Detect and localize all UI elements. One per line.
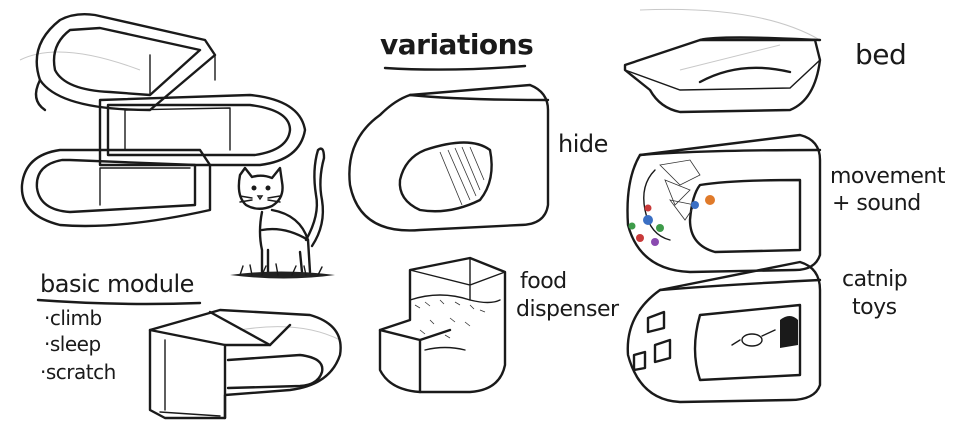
food-dispenser-sketch [378, 256, 507, 394]
catnip-toys-label-line2: toys [852, 295, 897, 320]
bed-label: bed [855, 38, 907, 71]
hide-module-sketch [348, 83, 550, 232]
bed-module-sketch [623, 36, 822, 114]
cat-illustration [230, 147, 335, 279]
basic-module-sketch [148, 308, 342, 420]
use-climb: ·climb [44, 306, 102, 330]
food-dispenser-label-line1: food [520, 269, 567, 294]
hide-label: hide [558, 130, 608, 158]
catnip-toys-module-sketch [626, 260, 822, 404]
use-sleep: ·sleep [44, 332, 101, 356]
basic-module-heading: basic module [40, 270, 194, 298]
movement-label-line2: + sound [832, 191, 921, 216]
catnip-toys-label-line1: catnip [842, 267, 908, 292]
basic-module-underline [36, 298, 202, 306]
movement-label-line1: movement [830, 164, 945, 189]
variations-underline [383, 64, 527, 71]
movement-sound-module-sketch [626, 133, 822, 274]
stacked-module-tower [20, 12, 307, 228]
variations-heading: variations [380, 28, 534, 61]
use-scratch: ·scratch [40, 360, 116, 384]
faint-construction-lines [19, 8, 821, 341]
food-dispenser-label-line2: dispenser [516, 297, 619, 322]
